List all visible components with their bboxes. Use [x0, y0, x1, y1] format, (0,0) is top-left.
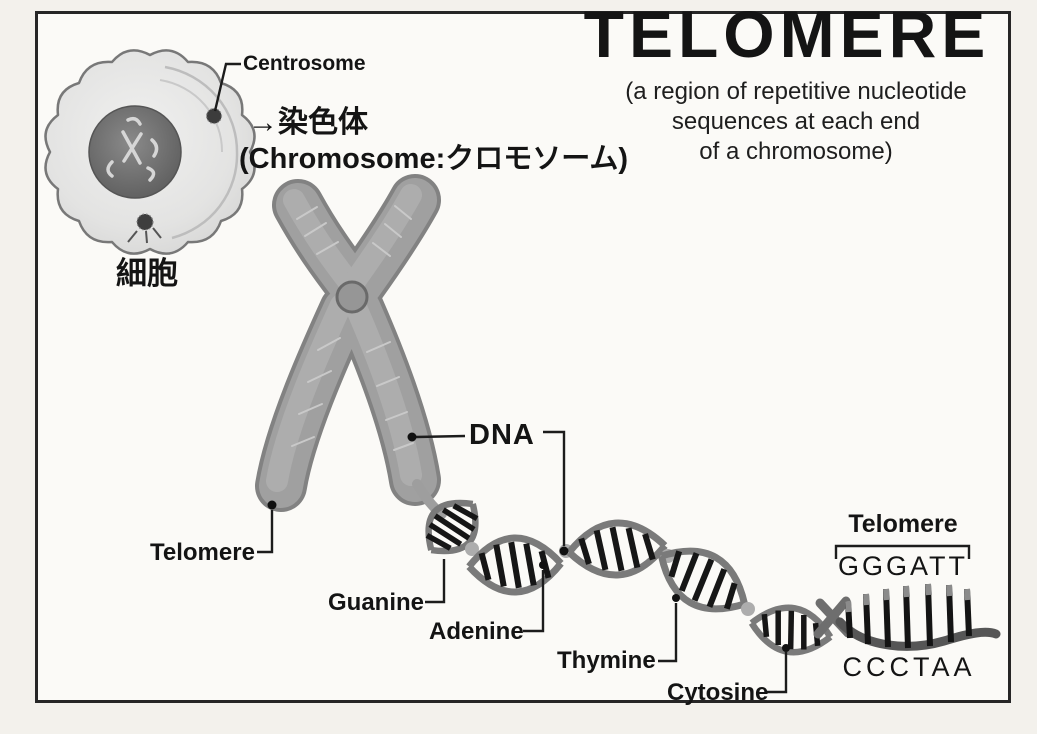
dna-leader-line-right [543, 430, 566, 546]
telomere-sequence-bracket [834, 544, 971, 559]
chromosome-banding [291, 205, 414, 451]
centrosome-texture [205, 107, 223, 125]
adenine-anchor-dot [539, 561, 547, 569]
adenine-leader-line [523, 570, 545, 633]
telomere-label-right: Telomere [848, 510, 958, 538]
thymine-anchor-dot [672, 594, 680, 602]
chromosome-label-jp: →染色体 [248, 106, 368, 139]
chromosome-illustration [255, 174, 441, 512]
thymine-label: Thymine [557, 647, 656, 674]
centromere [335, 280, 369, 314]
centriole-aster-rays [127, 227, 162, 244]
cell-label-jp: 細胞 [116, 256, 178, 291]
guanine-label: Guanine [328, 589, 425, 616]
nucleus-chromosomes [106, 116, 159, 182]
telomere-leader-line [257, 510, 274, 554]
helix-junction [741, 602, 755, 616]
inner-membrane-arc-2 [159, 79, 224, 153]
dna-helix-anchor-dot [559, 546, 569, 556]
telomere-anchor-dot [267, 500, 277, 510]
telomere-base-rung-tips [845, 583, 971, 613]
telomere-label-left: Telomere [150, 539, 255, 566]
guanine-leader-line [425, 559, 446, 604]
inner-membrane-arc [164, 65, 239, 240]
helix-junction [465, 542, 479, 556]
thymine-leader-line [658, 603, 678, 663]
telomere-bottom-strand-sequence: CCCTAA [842, 652, 976, 682]
centriole-dot [137, 214, 153, 230]
cell-illustration [44, 49, 256, 255]
dna-leader-line-left [415, 434, 466, 439]
cytosine-label: Cytosine [667, 679, 769, 706]
helix-segment-4 [658, 547, 748, 613]
chromosome-label-en: (Chromosome:クロモソーム) [239, 143, 629, 175]
title-definition: (a region of repetitive nucleotide seque… [625, 78, 967, 165]
centriole-texture [136, 213, 154, 231]
telomere-top-strand-sequence: GGGATT [838, 551, 968, 581]
cytosine-anchor-dot [782, 644, 790, 652]
page-title: TELOMERE [583, 0, 991, 71]
helix-segment-3 [566, 519, 668, 579]
telomere-strand-backbone [835, 617, 1001, 651]
centrosome-label: Centrosome [243, 52, 366, 75]
centrosome-leader-line [213, 62, 241, 112]
dna-helix [412, 479, 1001, 656]
helix-segment-2 [466, 534, 564, 596]
dna-label: DNA [469, 419, 535, 451]
centrosome-dot [206, 108, 222, 124]
dna-anchor-dot [407, 432, 417, 442]
helix-neck [412, 479, 447, 519]
cytosine-leader-line [767, 652, 788, 694]
helix-segment-1 [425, 499, 479, 555]
adenine-label: Adenine [429, 618, 524, 645]
